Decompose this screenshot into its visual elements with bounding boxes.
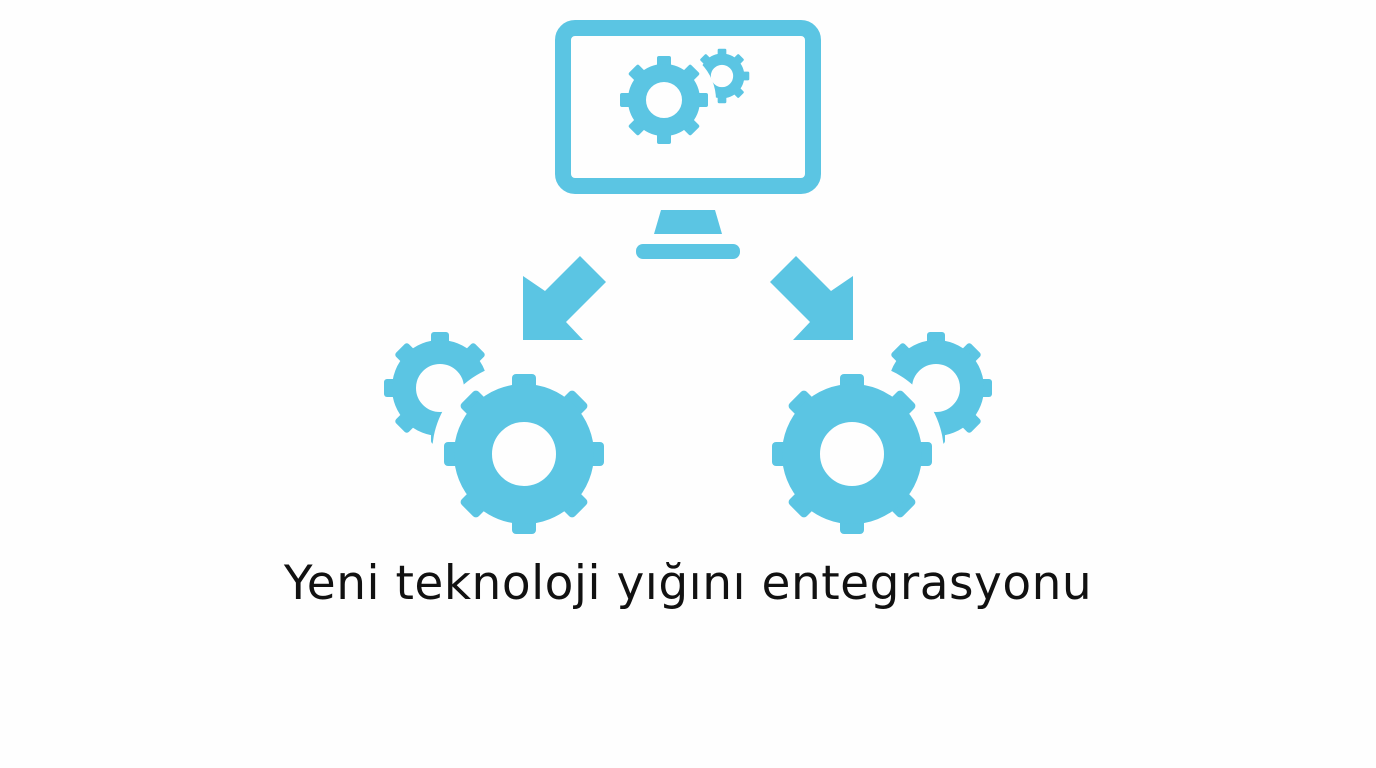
caption: Yeni teknoloji yığını entegrasyonu xyxy=(283,556,1093,611)
gears-icon xyxy=(384,332,604,534)
monitor-icon xyxy=(555,20,821,259)
arrow-down-right-icon xyxy=(770,256,853,340)
gears-icon xyxy=(772,332,992,534)
arrow-down-left-icon xyxy=(523,256,606,340)
gear-icon xyxy=(620,49,749,144)
